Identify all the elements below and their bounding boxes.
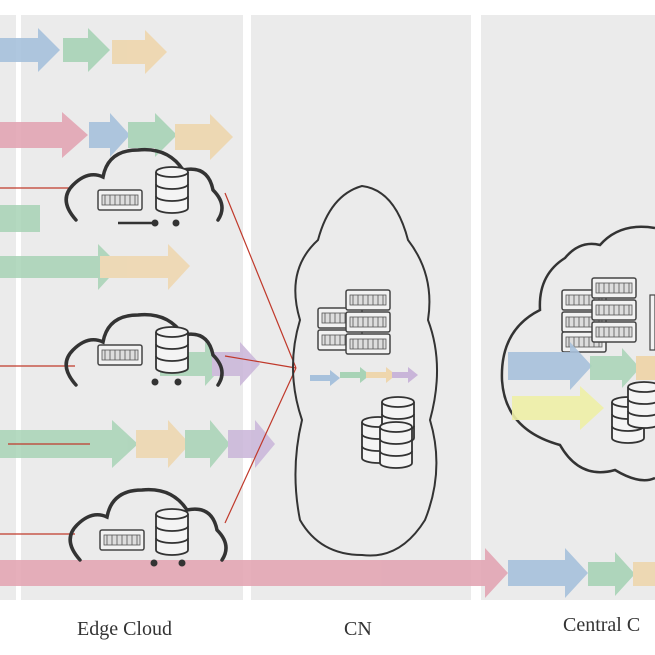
flow-arrows-row-3 bbox=[0, 205, 190, 290]
panel-divider-left bbox=[16, 15, 21, 600]
edge-panel bbox=[0, 15, 243, 600]
panel-divider-mid bbox=[243, 15, 251, 600]
edge-cloud-label: Edge Cloud bbox=[77, 618, 172, 640]
edge-to-cn-links bbox=[224, 192, 297, 524]
ue-links bbox=[0, 187, 90, 535]
flow-arrows-bottom bbox=[0, 548, 655, 598]
cn-label: CN bbox=[344, 618, 372, 640]
panel-divider-right bbox=[471, 15, 481, 600]
cn-cloud bbox=[291, 184, 439, 557]
central-cloud bbox=[500, 225, 655, 482]
flow-arrows-row-1 bbox=[0, 28, 167, 74]
flow-arrows-row-2 bbox=[0, 112, 233, 160]
edge-cloud-3 bbox=[68, 487, 228, 567]
edge-cloud-2 bbox=[64, 312, 224, 387]
central-cloud-label: Central C bbox=[563, 614, 641, 636]
edge-cloud-1 bbox=[64, 147, 224, 227]
